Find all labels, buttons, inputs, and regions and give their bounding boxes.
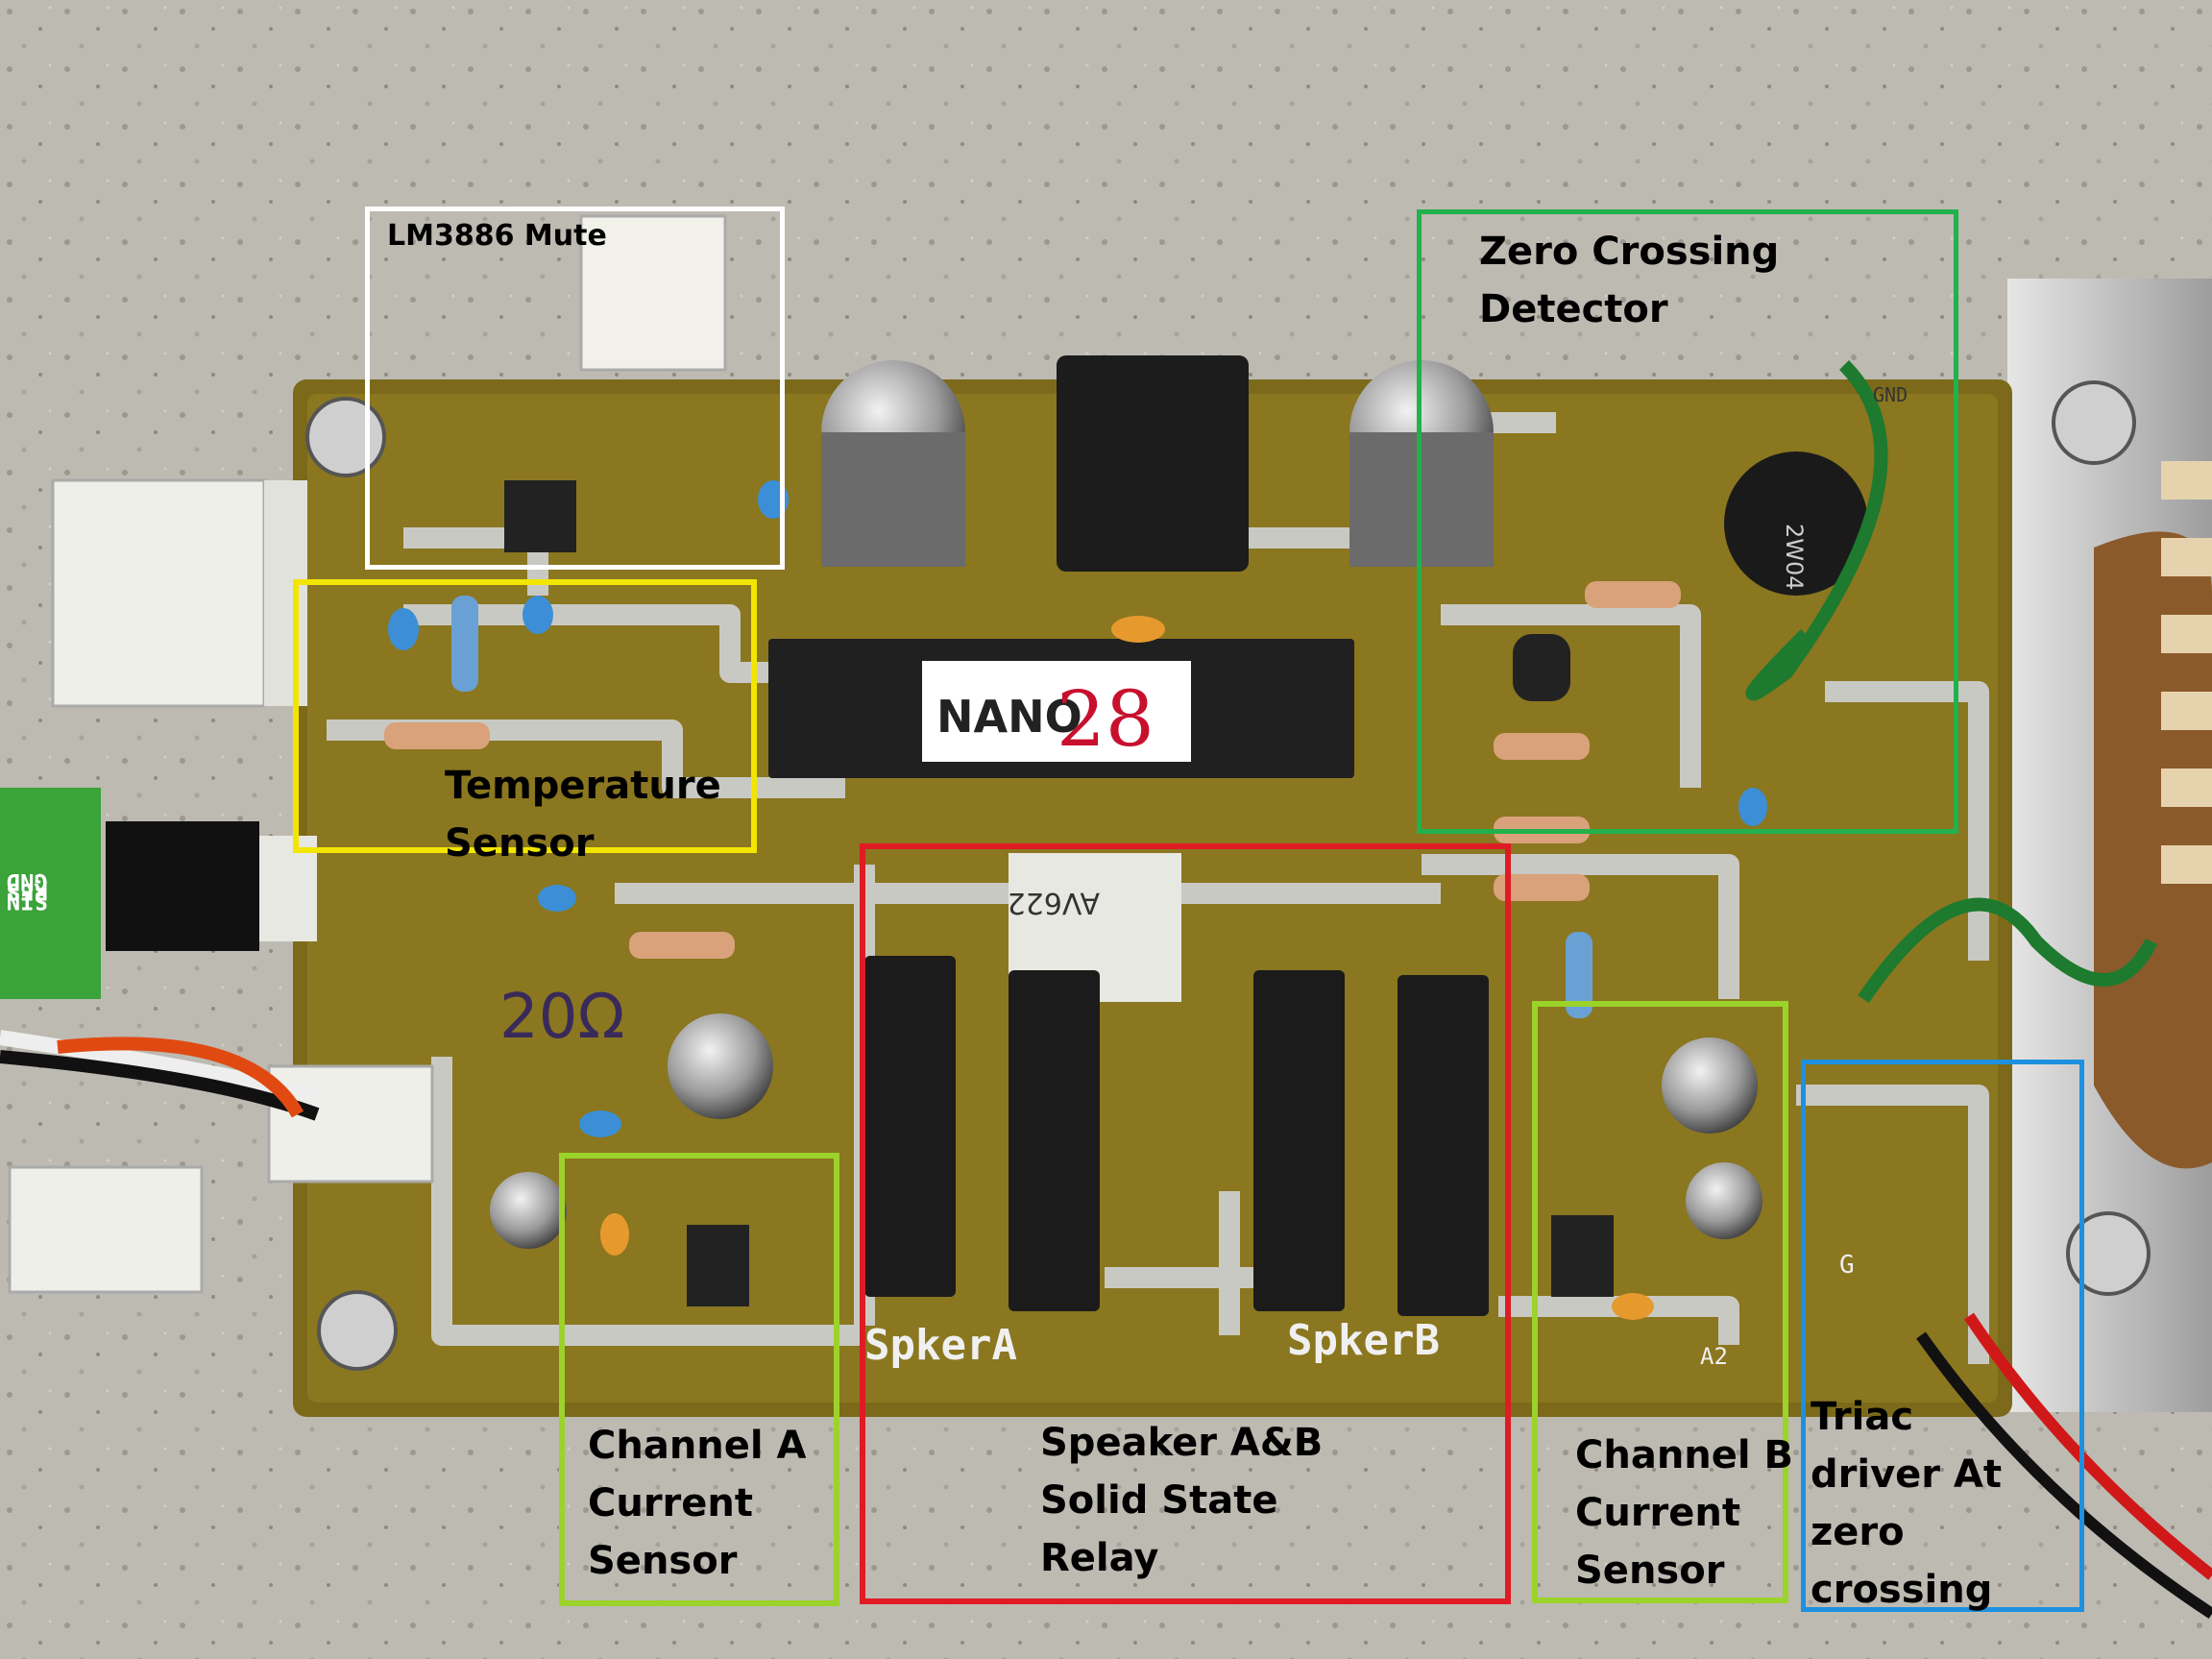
channel-a-label-line-3: Sensor bbox=[588, 1539, 738, 1583]
svg-text:GND: GND bbox=[1873, 383, 1908, 406]
annotation-box-triac bbox=[1801, 1060, 2084, 1612]
annotation-box-relay bbox=[860, 843, 1511, 1604]
triac-label-line-1: Triac bbox=[1811, 1395, 1914, 1439]
svg-text:RES: RES bbox=[7, 878, 48, 905]
voltage-regulator bbox=[1057, 355, 1249, 572]
annotation-label-relay: Speaker A&B Solid State Relay bbox=[1040, 1414, 1323, 1587]
annotation-label-temp: Temperature Sensor bbox=[445, 757, 721, 872]
annotation-label-channel-b: Channel B Current Sensor bbox=[1575, 1427, 1793, 1599]
svg-text:SIN: SIN bbox=[7, 888, 48, 915]
svg-text:NANO: NANO bbox=[936, 691, 1082, 743]
connector-bottom-left bbox=[8, 1165, 204, 1294]
annotation-label-triac: Triac driver At zero crossing bbox=[1811, 1388, 2002, 1619]
channel-b-label-line-2: Current bbox=[1575, 1491, 1741, 1535]
channel-a-label-line-1: Channel A bbox=[588, 1424, 807, 1468]
svg-text:2W04: 2W04 bbox=[1781, 524, 1808, 591]
annotation-box-mute bbox=[365, 207, 785, 570]
mute-label-line: LM3886 Mute bbox=[387, 219, 607, 253]
svg-text:GND: GND bbox=[7, 868, 48, 895]
annotation-box-temp bbox=[293, 579, 757, 853]
channel-a-label-line-2: Current bbox=[588, 1481, 754, 1525]
power-mosfets bbox=[864, 956, 1489, 1316]
annotation-label-channel-a: Channel A Current Sensor bbox=[588, 1417, 807, 1590]
temp-label-line-1: Temperature bbox=[445, 764, 721, 808]
svg-text:SpkerB: SpkerB bbox=[1287, 1316, 1440, 1365]
annotation-box-channel-b bbox=[1532, 1001, 1788, 1603]
relay-label-line-2: Solid State bbox=[1040, 1478, 1278, 1523]
temp-label-line-2: Sensor bbox=[445, 821, 595, 866]
svg-text:G: G bbox=[1839, 1251, 1855, 1280]
annotation-label-zero: Zero Crossing Detector bbox=[1479, 223, 1779, 338]
module-green bbox=[0, 788, 101, 999]
relay-label-line-1: Speaker A&B bbox=[1040, 1421, 1324, 1465]
svg-text:AV622: AV622 bbox=[1008, 886, 1100, 919]
annotation-label-mute: LM3886 Mute bbox=[387, 219, 607, 254]
triac-label-line-2: driver At bbox=[1811, 1452, 2003, 1497]
triac-label-line-4: crossing bbox=[1811, 1568, 1993, 1612]
triac-label-line-3: zero bbox=[1811, 1510, 1905, 1554]
svg-text:20Ω: 20Ω bbox=[499, 982, 624, 1053]
svg-text:SpkerA: SpkerA bbox=[864, 1321, 1017, 1370]
zero-label-line-1: Zero Crossing bbox=[1479, 230, 1780, 274]
svg-text:A2: A2 bbox=[1700, 1343, 1728, 1370]
transformer bbox=[2094, 531, 2212, 1169]
connector-top-left bbox=[51, 478, 266, 708]
channel-b-label-line-1: Channel B bbox=[1575, 1433, 1794, 1477]
annotation-box-channel-a bbox=[559, 1153, 839, 1606]
svg-text:28: 28 bbox=[1057, 674, 1155, 764]
relay-label-line-3: Relay bbox=[1040, 1536, 1159, 1580]
zero-label-line-2: Detector bbox=[1479, 287, 1668, 331]
channel-b-label-line-3: Sensor bbox=[1575, 1549, 1725, 1593]
annotation-box-zero bbox=[1417, 209, 1958, 834]
